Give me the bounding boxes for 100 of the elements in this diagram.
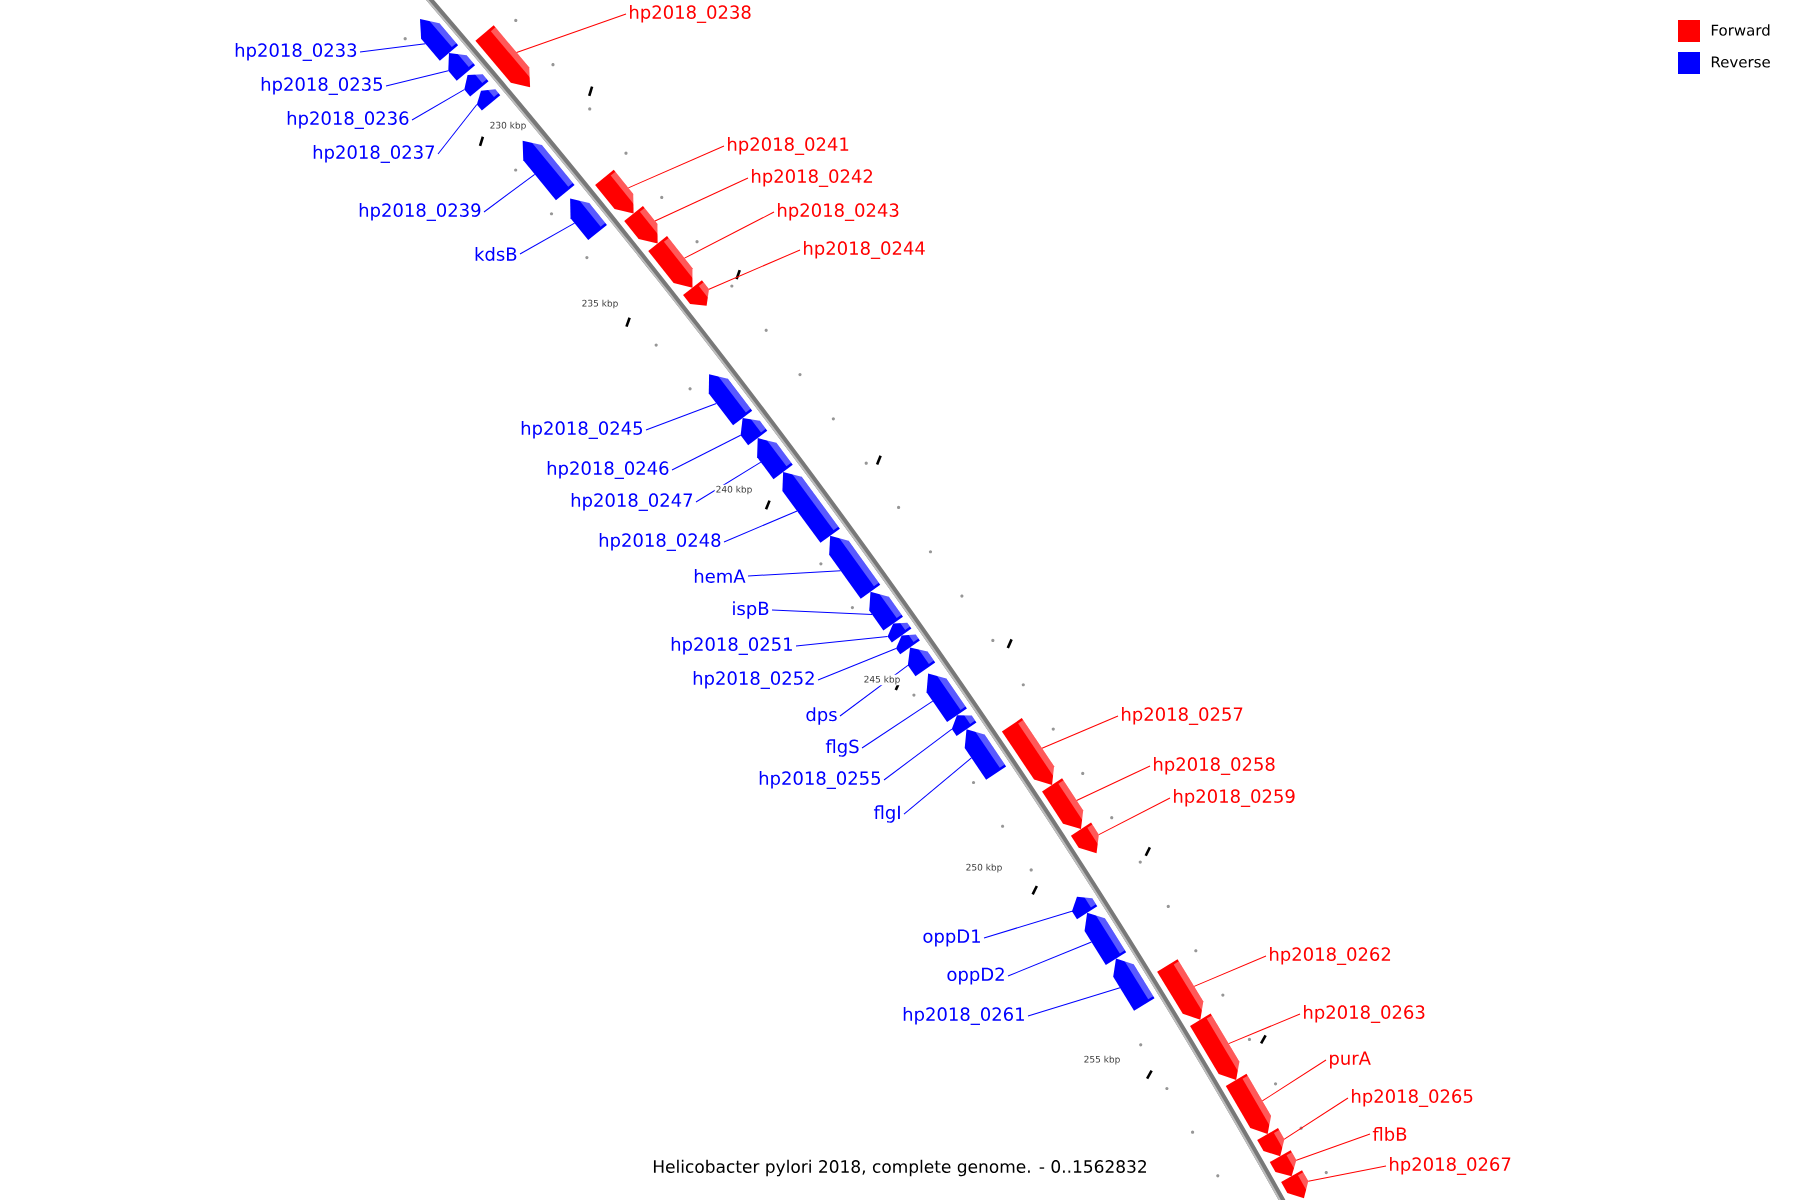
gene-label: dps [806,707,837,725]
leader-line [817,647,897,681]
leader-line [723,510,798,543]
gene-block [896,630,920,655]
gene-label: hp2018_0251 [671,637,792,655]
gene-label: flbB [1372,1127,1407,1141]
gene-block [1190,1013,1246,1080]
leader-line [1228,1013,1301,1045]
gene-block [1225,1073,1277,1135]
leader-line [1007,941,1092,977]
leader-line [483,173,536,213]
gene-label: purA [1330,1051,1371,1069]
gene-label: hp2018_0239 [359,203,481,221]
gene-block [926,668,967,723]
gene-label: hp2018_0262 [1270,947,1391,965]
gene-block [522,135,575,201]
gene-label: kdsB [475,247,517,261]
gene-label: hp2018_0242 [752,169,873,187]
leader-line [627,145,725,189]
gene-block [1269,1150,1301,1177]
leader-line [645,402,717,431]
gene-block [740,412,768,446]
gene-label: hemA [694,569,746,583]
gene-block [570,193,607,241]
gene-label: hp2018_0261 [903,1007,1024,1025]
leader-line [1076,765,1151,801]
gene-label: hp2018_0265 [1352,1089,1473,1107]
gene-label: hp2018_0235 [261,77,382,95]
gene-label: flgS [825,739,859,757]
leader-line [708,249,801,290]
gene-block [951,710,977,736]
leader-line [1295,1133,1371,1161]
gene-label: oppD1 [923,929,980,947]
leader-line [437,104,478,155]
leader-line [1193,955,1267,987]
gene-label: oppD2 [947,967,1004,985]
gene-label: ispB [733,601,769,619]
leader-line [385,70,449,87]
gene-label: flgI [873,805,900,823]
gene-label: hp2018_0247 [571,493,693,511]
leader-line [684,211,775,259]
gene-block [782,466,840,543]
gene-block [1001,718,1061,785]
gene-label: hp2018_0258 [1154,757,1275,775]
gene-block [1113,954,1155,1011]
gene-block [420,13,459,61]
leader-line [983,910,1073,939]
caption: Helicobacter pylori 2018, complete genome. - 0..1562832 [653,1159,1146,1177]
gene-block [1042,778,1090,830]
gene-label: hp2018_0236 [287,111,409,129]
gene-label: hp2018_0245 [521,421,642,439]
leader-line [795,635,889,647]
gene-block [476,85,501,111]
gene-block [869,586,903,631]
gene-label: hp2018_0237 [313,145,435,163]
leader-line [839,664,909,717]
gene-block [1157,959,1210,1020]
gene-label: hp2018_0243 [778,203,899,221]
gene-block [964,724,1007,780]
leader-line [1098,797,1171,836]
leader-line [903,757,972,815]
gene-label: hp2018_0241 [728,137,849,155]
gene-block [907,642,936,677]
leader-line [883,728,953,781]
leader-line [411,89,465,121]
gene-block [829,530,881,599]
leader-line [1307,1165,1387,1182]
leader-line [747,570,842,577]
leader-line [1283,1097,1349,1140]
gene-label: hp2018_0267 [1390,1157,1511,1175]
gene-label: hp2018_0248 [599,533,721,551]
gene-block [708,368,753,426]
gene-block [757,432,793,480]
leader-line [654,177,749,222]
leader-line [771,609,873,616]
gene-block [1281,1170,1314,1199]
leader-line [359,43,426,53]
gene-label: hp2018_0259 [1174,789,1295,807]
gene-block [1084,908,1127,965]
leader-line [1027,987,1121,1017]
gene-block [448,47,476,81]
leader-line [1041,715,1119,749]
gene-block [683,280,715,306]
gene-label: hp2018_0244 [804,241,925,259]
leader-line [861,700,934,749]
gene-block [1257,1128,1290,1157]
gene-label: hp2018_0238 [630,5,751,23]
gene-block [887,618,912,643]
gene-label: hp2018_0255 [759,771,880,789]
leader-line [516,13,627,53]
gene-label: hp2018_0246 [547,461,669,479]
leader-line [671,434,742,471]
gene-label: hp2018_0252 [693,671,814,689]
gene-label: hp2018_0257 [1122,707,1243,725]
leader-line [519,222,576,255]
leader-line [695,461,762,503]
gene-label: hp2018_0263 [1304,1005,1425,1023]
gene-block [464,69,489,97]
gene-label: hp2018_0233 [235,43,357,61]
leader-line [1261,1059,1327,1102]
